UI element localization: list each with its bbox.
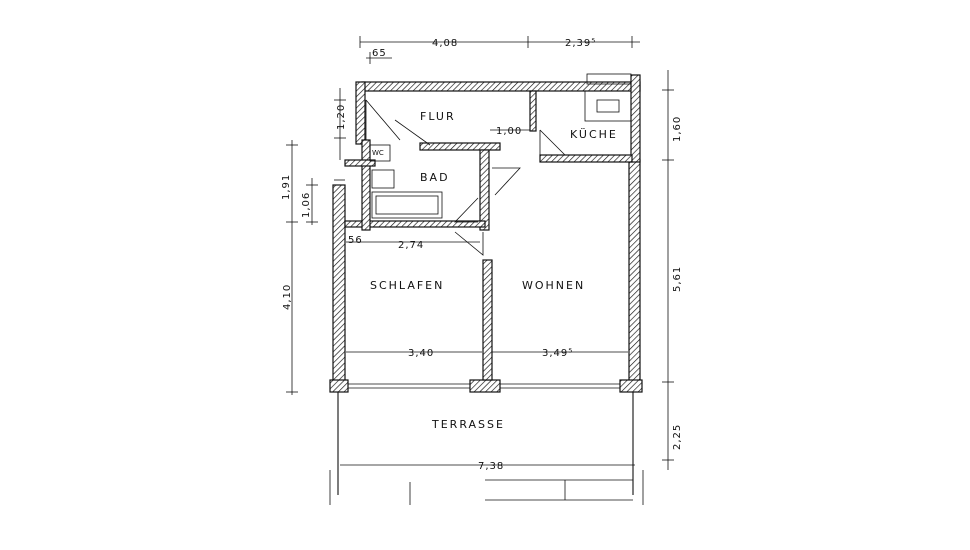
wc-bowl (369, 144, 391, 162)
kitchen-sink (596, 99, 620, 113)
dimension-lines (286, 36, 674, 470)
door-flur (394, 119, 431, 146)
wall-top (361, 81, 641, 92)
wall-right-kitchen (630, 74, 641, 163)
dim-top-small: 65 (372, 48, 387, 59)
wall-flur-kitchen (529, 90, 537, 132)
wall-bottom-mid-pier (469, 379, 501, 393)
room-label-flur: FLUR (420, 110, 456, 123)
dim-inner-small: 56 (348, 235, 363, 246)
room-label-schlafen: SCHLAFEN (370, 279, 444, 292)
bathtub-inner (375, 195, 439, 215)
wall-bottom-right-pier (619, 379, 643, 393)
dim-door-width: 1,00 (496, 126, 522, 137)
dim-schlafen-width: 3,40 (408, 348, 434, 359)
wall-kitchen-bottom (539, 154, 633, 163)
wall-right (628, 159, 641, 387)
dim-top-right: 2,39⁵ (565, 38, 596, 49)
dim-terrace-width: 7,38 (478, 461, 504, 472)
kitchen-stove (586, 73, 632, 85)
room-label-kueche: KÜCHE (570, 128, 618, 141)
dim-left-lower: 4,10 (282, 284, 293, 310)
bathtub (371, 191, 443, 219)
dim-top-main: 4,08 (432, 38, 458, 49)
wall-partition-lower (482, 259, 493, 381)
dim-right-upper: 1,60 (672, 116, 683, 142)
wall-partition (479, 149, 490, 231)
room-label-wohnen: WOHNEN (522, 279, 585, 292)
dim-left-upper: 1,20 (336, 104, 347, 130)
door-entry (365, 99, 401, 141)
door-kitchen (539, 129, 566, 156)
wall-bad-top (419, 142, 501, 151)
exterior-walls (329, 74, 643, 393)
windows (348, 383, 620, 389)
dim-left-mid-b: 1,06 (301, 192, 312, 218)
wash-basin (371, 169, 395, 189)
wall-left-upper (355, 81, 366, 145)
door-wohnen (492, 167, 521, 196)
wall-bad-left (361, 139, 371, 231)
dim-right-main: 5,61 (672, 266, 683, 292)
dim-inner-width: 2,74 (398, 240, 424, 251)
door-schlafen (454, 231, 484, 256)
interior-walls (344, 90, 633, 381)
kitchen-counter (584, 90, 632, 122)
wall-bottom-left-pier (329, 379, 349, 393)
dim-wohnen-width: 3,49⁵ (542, 348, 573, 359)
room-label-wc: WC (372, 149, 384, 157)
room-label-terrasse: TERRASSE (431, 418, 505, 431)
fixtures (369, 73, 632, 219)
room-label-bad: BAD (420, 171, 450, 184)
wall-left (332, 184, 346, 386)
terrace (329, 392, 644, 505)
dim-right-terrace: 2,25 (672, 424, 683, 450)
doors (334, 99, 566, 256)
dim-left-mid-a: 1,91 (281, 174, 292, 200)
wall-wc (344, 159, 376, 167)
door-bad (454, 197, 479, 223)
wall-schlafen-top (344, 220, 486, 228)
